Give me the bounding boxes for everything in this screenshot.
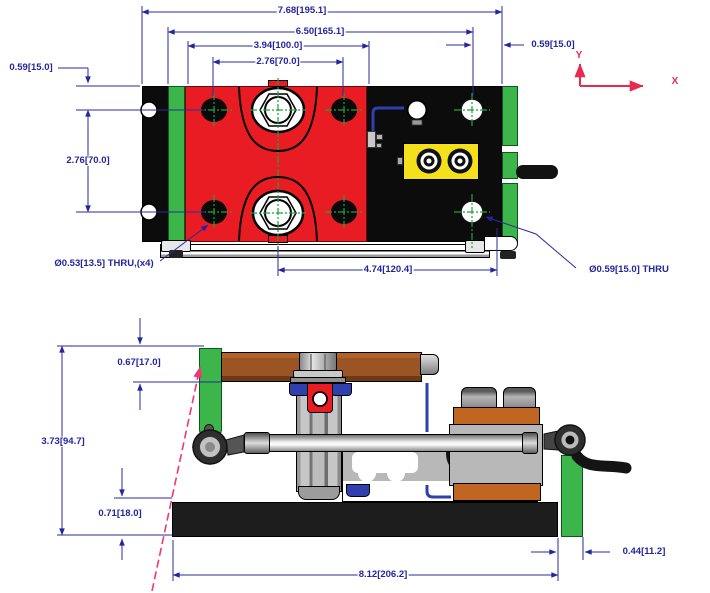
- connector-box-tab: [397, 157, 403, 165]
- axis-x-label: X: [671, 76, 679, 87]
- right-clamp-bottom-band: [453, 483, 541, 501]
- center-column-foot: [298, 486, 340, 500]
- red-pivot-bracket: [307, 383, 333, 413]
- dim-right-edge-offset: 0.59[15.0]: [530, 38, 576, 51]
- dim-length-overall: 8.12[206.2]: [357, 568, 409, 581]
- pink-leader-line: [151, 366, 203, 592]
- tie-rod-collar-right: [522, 432, 538, 454]
- dim-post-overhang: 0.44[11.2]: [621, 545, 667, 558]
- dim-base-height: 0.71[18.0]: [97, 507, 143, 520]
- red-bracket-hole: [312, 391, 328, 407]
- dim-bolt-to-edge: 4.74[120.4]: [362, 263, 414, 276]
- connector-box-ports: [416, 148, 473, 174]
- rail-right-end-cap: [484, 236, 518, 251]
- side-view-wire: [425, 383, 451, 499]
- dim-top-edge-offset: 0.59[15.0]: [8, 61, 54, 74]
- rail-left-bolt: [169, 250, 183, 258]
- copper-plate-end-pin: [420, 354, 439, 375]
- load-cell-blue-clip: [346, 484, 370, 497]
- side-view-base-plate: [172, 502, 558, 537]
- hex-bolt-facets: [310, 354, 326, 370]
- dim-width-overall: 7.68[195.1]: [276, 4, 328, 17]
- dim-plate-offset: 0.67[17.0]: [116, 356, 162, 369]
- left-rod-end-bearing: [192, 424, 245, 465]
- dim-hole-span-v: 2.76[70.0]: [65, 154, 111, 167]
- centerlines: [192, 78, 490, 466]
- dimension-lines: [57, 6, 610, 581]
- note-thru-hole: Ø0.59[15.0] THRU: [588, 263, 670, 276]
- dim-bolt-span: 3.94[100.0]: [252, 39, 304, 52]
- rail-right-bolt: [500, 251, 516, 259]
- clamp-cap-1: [461, 387, 497, 408]
- top-view-right-bracket-segment-1: [502, 86, 518, 146]
- load-cell-cutout-lobe-2: [387, 464, 405, 482]
- right-rod-end-bearing: [543, 424, 586, 456]
- hex-bolt-head: [299, 352, 337, 371]
- top-view-cable: [516, 165, 558, 179]
- dim-width-outer: 6.50[165.1]: [294, 25, 346, 38]
- top-view-wire: [371, 106, 404, 131]
- edge-half-holes: [140, 101, 158, 221]
- red-plate-contours: [238, 86, 318, 242]
- clamp-cap-2: [503, 387, 536, 408]
- cable-gland-tab-2: [376, 143, 382, 148]
- note-mounting-holes: Ø0.53[13.5] THRU,(x4): [53, 257, 155, 270]
- axis-y-label: Y: [575, 50, 583, 61]
- cable-gland-fitting: [367, 131, 376, 148]
- load-cell-cutout-lobe-1: [358, 464, 376, 482]
- sensor-connector: [406, 99, 428, 126]
- side-view-cable: [571, 450, 632, 474]
- dim-height-overall: 3.73[94.7]: [40, 435, 86, 448]
- dim-hole-span-h: 2.76[70.0]: [255, 55, 301, 68]
- cable-gland-tab-1: [376, 134, 383, 140]
- top-view-front-rail: [160, 244, 490, 258]
- top-view-right-bracket-segment-2: [502, 152, 518, 179]
- xy-axis-icon: [574, 63, 644, 92]
